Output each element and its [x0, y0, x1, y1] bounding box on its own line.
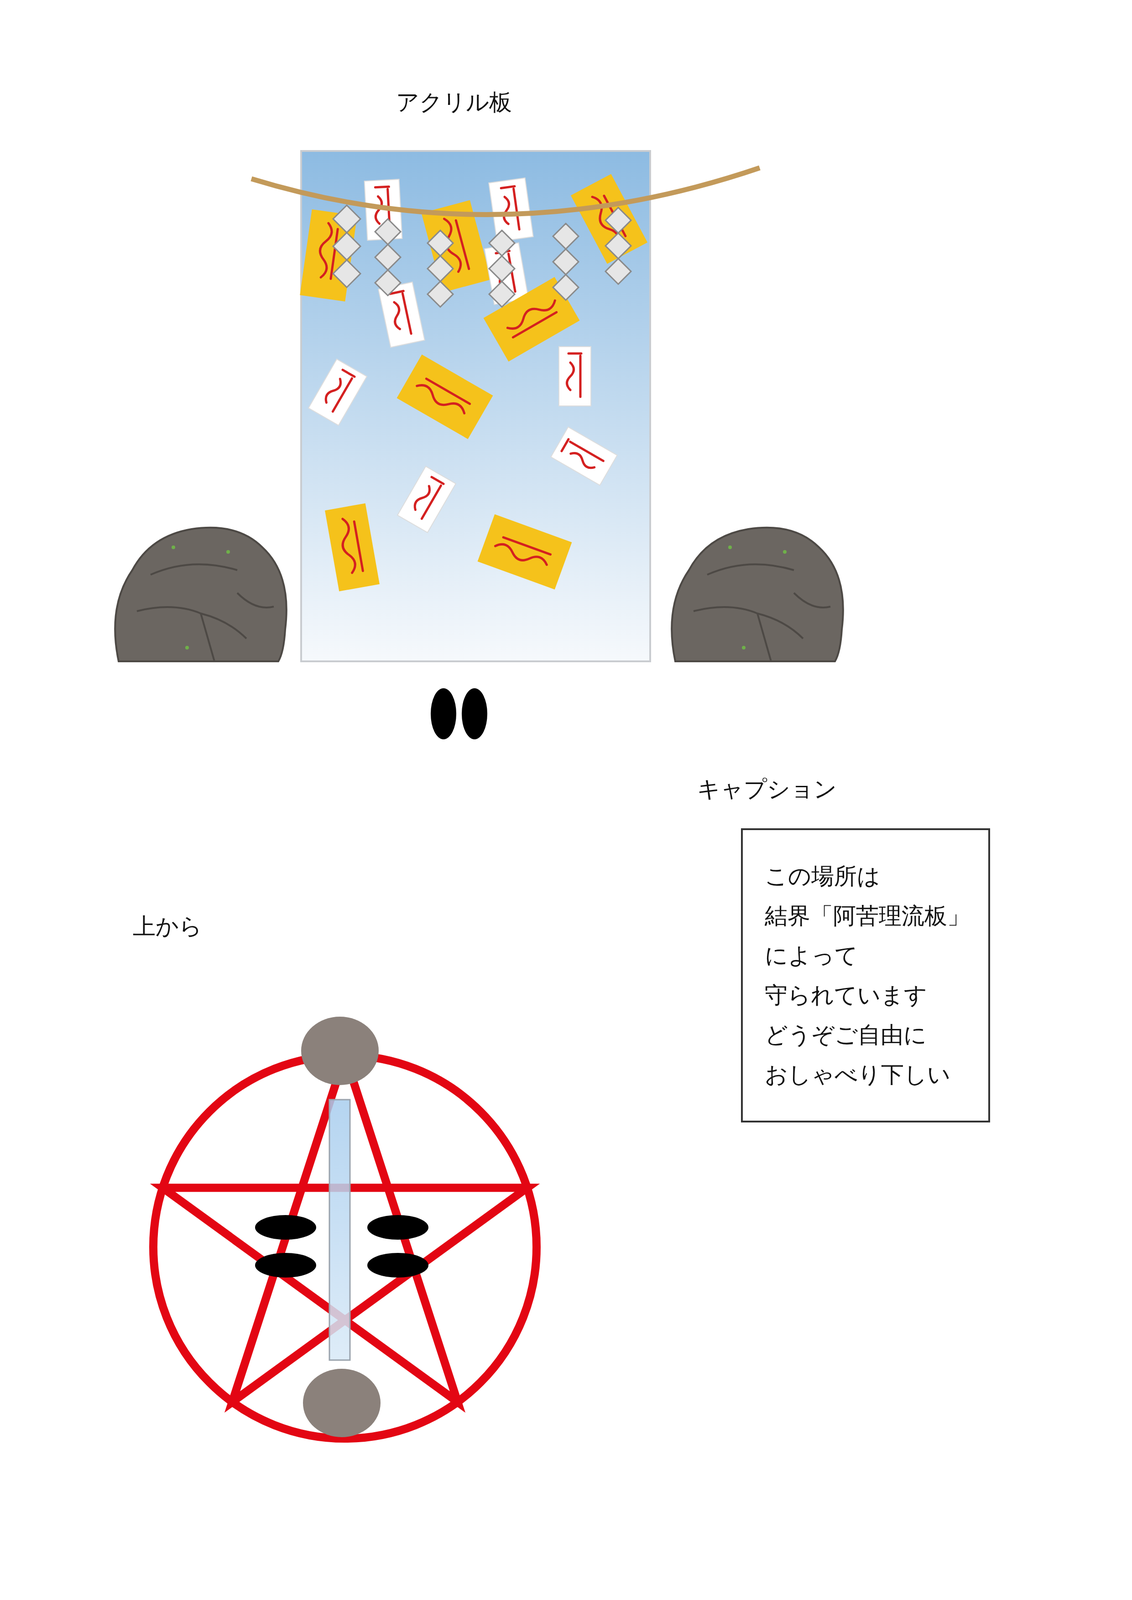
rock: [114, 527, 287, 662]
caption-line: 結界「阿苦理流板」: [764, 896, 971, 937]
magic-circle: [153, 1055, 537, 1440]
feet-top: [255, 1215, 429, 1279]
ofuda: [299, 173, 648, 592]
shimenawa-rope: [251, 167, 760, 215]
caption-line: によって: [764, 936, 971, 976]
feet: [430, 688, 488, 740]
caption-box: この場所は 結界「阿苦理流板」 によって 守られています どうぞご自由に おしゃ…: [740, 828, 991, 1123]
caption-line: どうぞご自由に: [764, 1015, 971, 1056]
caption-line: この場所は: [764, 856, 971, 897]
acrylic-panel-top: [329, 1100, 350, 1361]
view-label: アクリル板: [396, 88, 512, 116]
caption-text: この場所は 結界「阿苦理流板」 によって 守られています どうぞご自由に おしゃ…: [764, 856, 971, 1096]
rock: [671, 527, 844, 662]
caption-heading: キャプション: [697, 775, 837, 804]
caption-line: おしゃべり下しい: [764, 1055, 971, 1096]
caption-line: 守られています: [764, 975, 971, 1016]
shide-paper: [333, 205, 632, 308]
caption-node: キャプションこの場所は 結界「阿苦理流板」 によって 守られています どうぞご自…: [697, 775, 991, 1123]
view-label: 上から: [132, 912, 203, 941]
